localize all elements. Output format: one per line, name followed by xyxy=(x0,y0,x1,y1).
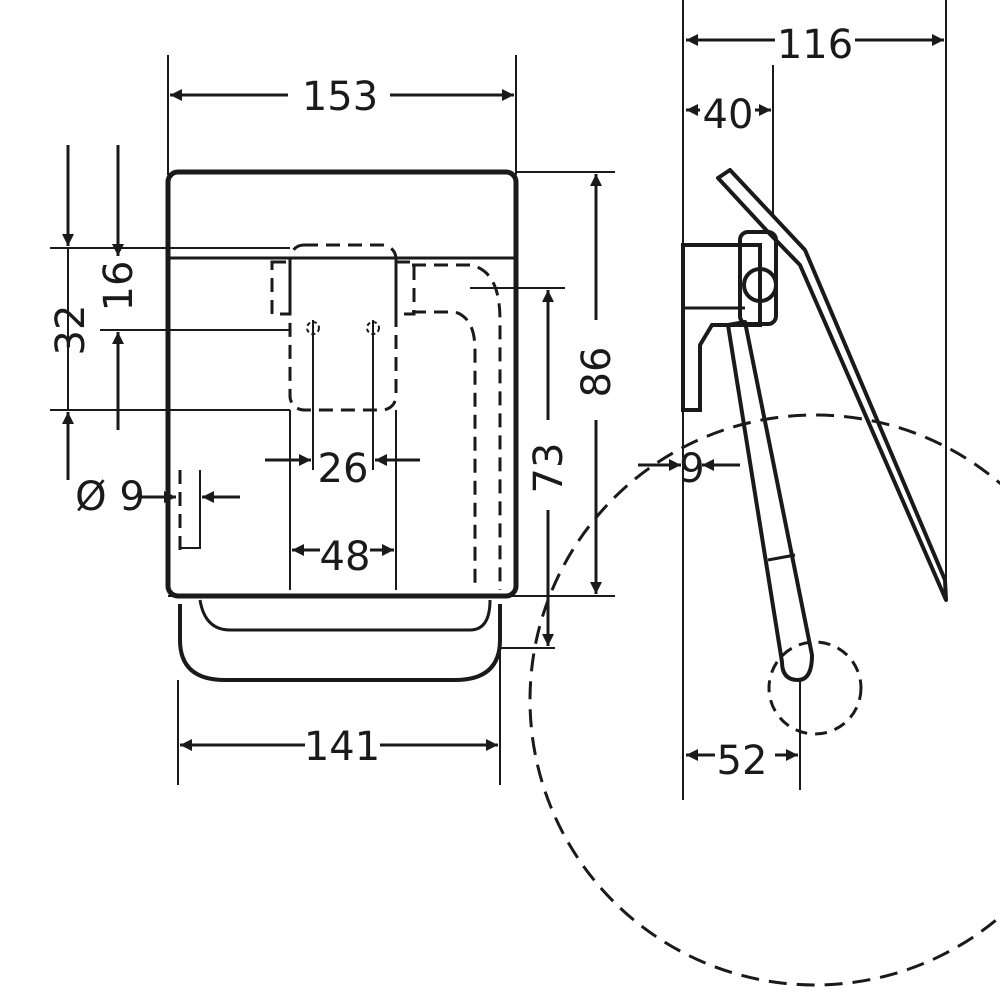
shelf-outer xyxy=(178,604,502,682)
dim-label-73: 73 xyxy=(526,443,572,494)
arm-joint xyxy=(767,553,796,562)
roll-core-outline xyxy=(767,640,863,736)
dim-label-86: 86 xyxy=(574,347,620,398)
dim-label-153: 153 xyxy=(302,74,378,120)
dim-label-48: 48 xyxy=(320,534,371,580)
bracket-tab-left xyxy=(270,260,292,316)
front-view xyxy=(50,55,615,785)
shelf-inner xyxy=(198,599,492,632)
wall-plate xyxy=(681,243,762,412)
dim-label-32: 32 xyxy=(48,305,94,356)
dim-label-9: 9 xyxy=(679,446,704,492)
cover-flap xyxy=(716,168,948,602)
dim-label-26: 26 xyxy=(318,446,369,492)
paper-roll-outline xyxy=(528,413,1000,987)
bracket-tab-right xyxy=(394,260,416,316)
dim-label-dia9: Ø 9 xyxy=(75,474,145,520)
dim-label-141: 141 xyxy=(304,724,380,770)
cover-plate-outline xyxy=(165,169,519,599)
corner-detail xyxy=(180,470,201,549)
side-view-labels: 116 40 9 52 xyxy=(679,14,853,784)
hidden-arm-inner xyxy=(412,310,477,590)
dim-label-116: 116 xyxy=(777,22,853,68)
hidden-bracket xyxy=(178,243,502,590)
holder-arm xyxy=(726,320,814,682)
side-view xyxy=(528,0,1000,987)
dim-label-16: 16 xyxy=(96,261,142,312)
hinge-pin xyxy=(742,267,778,303)
bracket-outline xyxy=(288,243,398,412)
front-view-labels: 153 141 86 73 16 32 26 48 Ø 9 xyxy=(48,70,620,770)
dim-label-40: 40 xyxy=(703,92,754,138)
dim-label-52: 52 xyxy=(717,738,768,784)
